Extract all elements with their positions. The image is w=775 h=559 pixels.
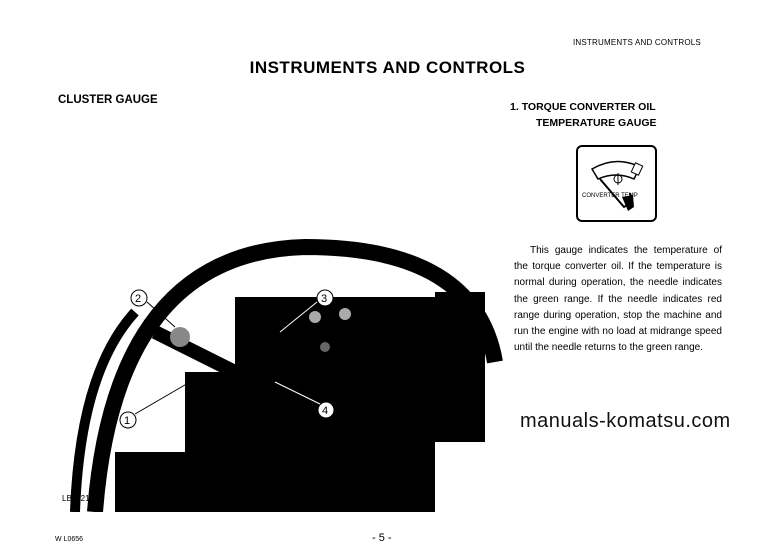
running-header: INSTRUMENTS AND CONTROLS — [573, 38, 701, 47]
temperature-gauge-icon: CONVERTER TEMP — [576, 145, 657, 222]
svg-text:4: 4 — [322, 405, 328, 417]
item-number: 1. — [510, 101, 519, 113]
photo-code: LB0021 — [62, 494, 90, 503]
cluster-gauge-photo: 2 3 1 4 — [55, 222, 505, 513]
callout-2: 2 — [130, 289, 176, 328]
section-title: CLUSTER GAUGE — [58, 94, 158, 106]
page-title: INSTRUMENTS AND CONTROLS — [249, 58, 526, 77]
item-title-line2: TEMPERATURE GAUGE — [536, 117, 657, 129]
callout-3: 3 — [279, 289, 334, 333]
item-heading: 1. TORQUE CONVERTER OIL TEMPERATURE GAUG… — [510, 99, 657, 131]
description: This gauge indicates the temperature of … — [514, 245, 722, 354]
item-title-line1: TORQUE CONVERTER OIL — [521, 101, 656, 113]
gauge-label: CONVERTER TEMP — [582, 193, 638, 199]
callout-1: 1 — [119, 381, 191, 429]
callout-4: 4 — [274, 381, 335, 419]
svg-text:1: 1 — [124, 415, 130, 427]
svg-text:3: 3 — [321, 293, 327, 305]
page-number: - 5 - — [372, 532, 392, 544]
watermark: manuals-komatsu.com — [520, 410, 731, 432]
footer-code: W L0656 — [55, 536, 84, 543]
svg-text:2: 2 — [135, 293, 141, 305]
